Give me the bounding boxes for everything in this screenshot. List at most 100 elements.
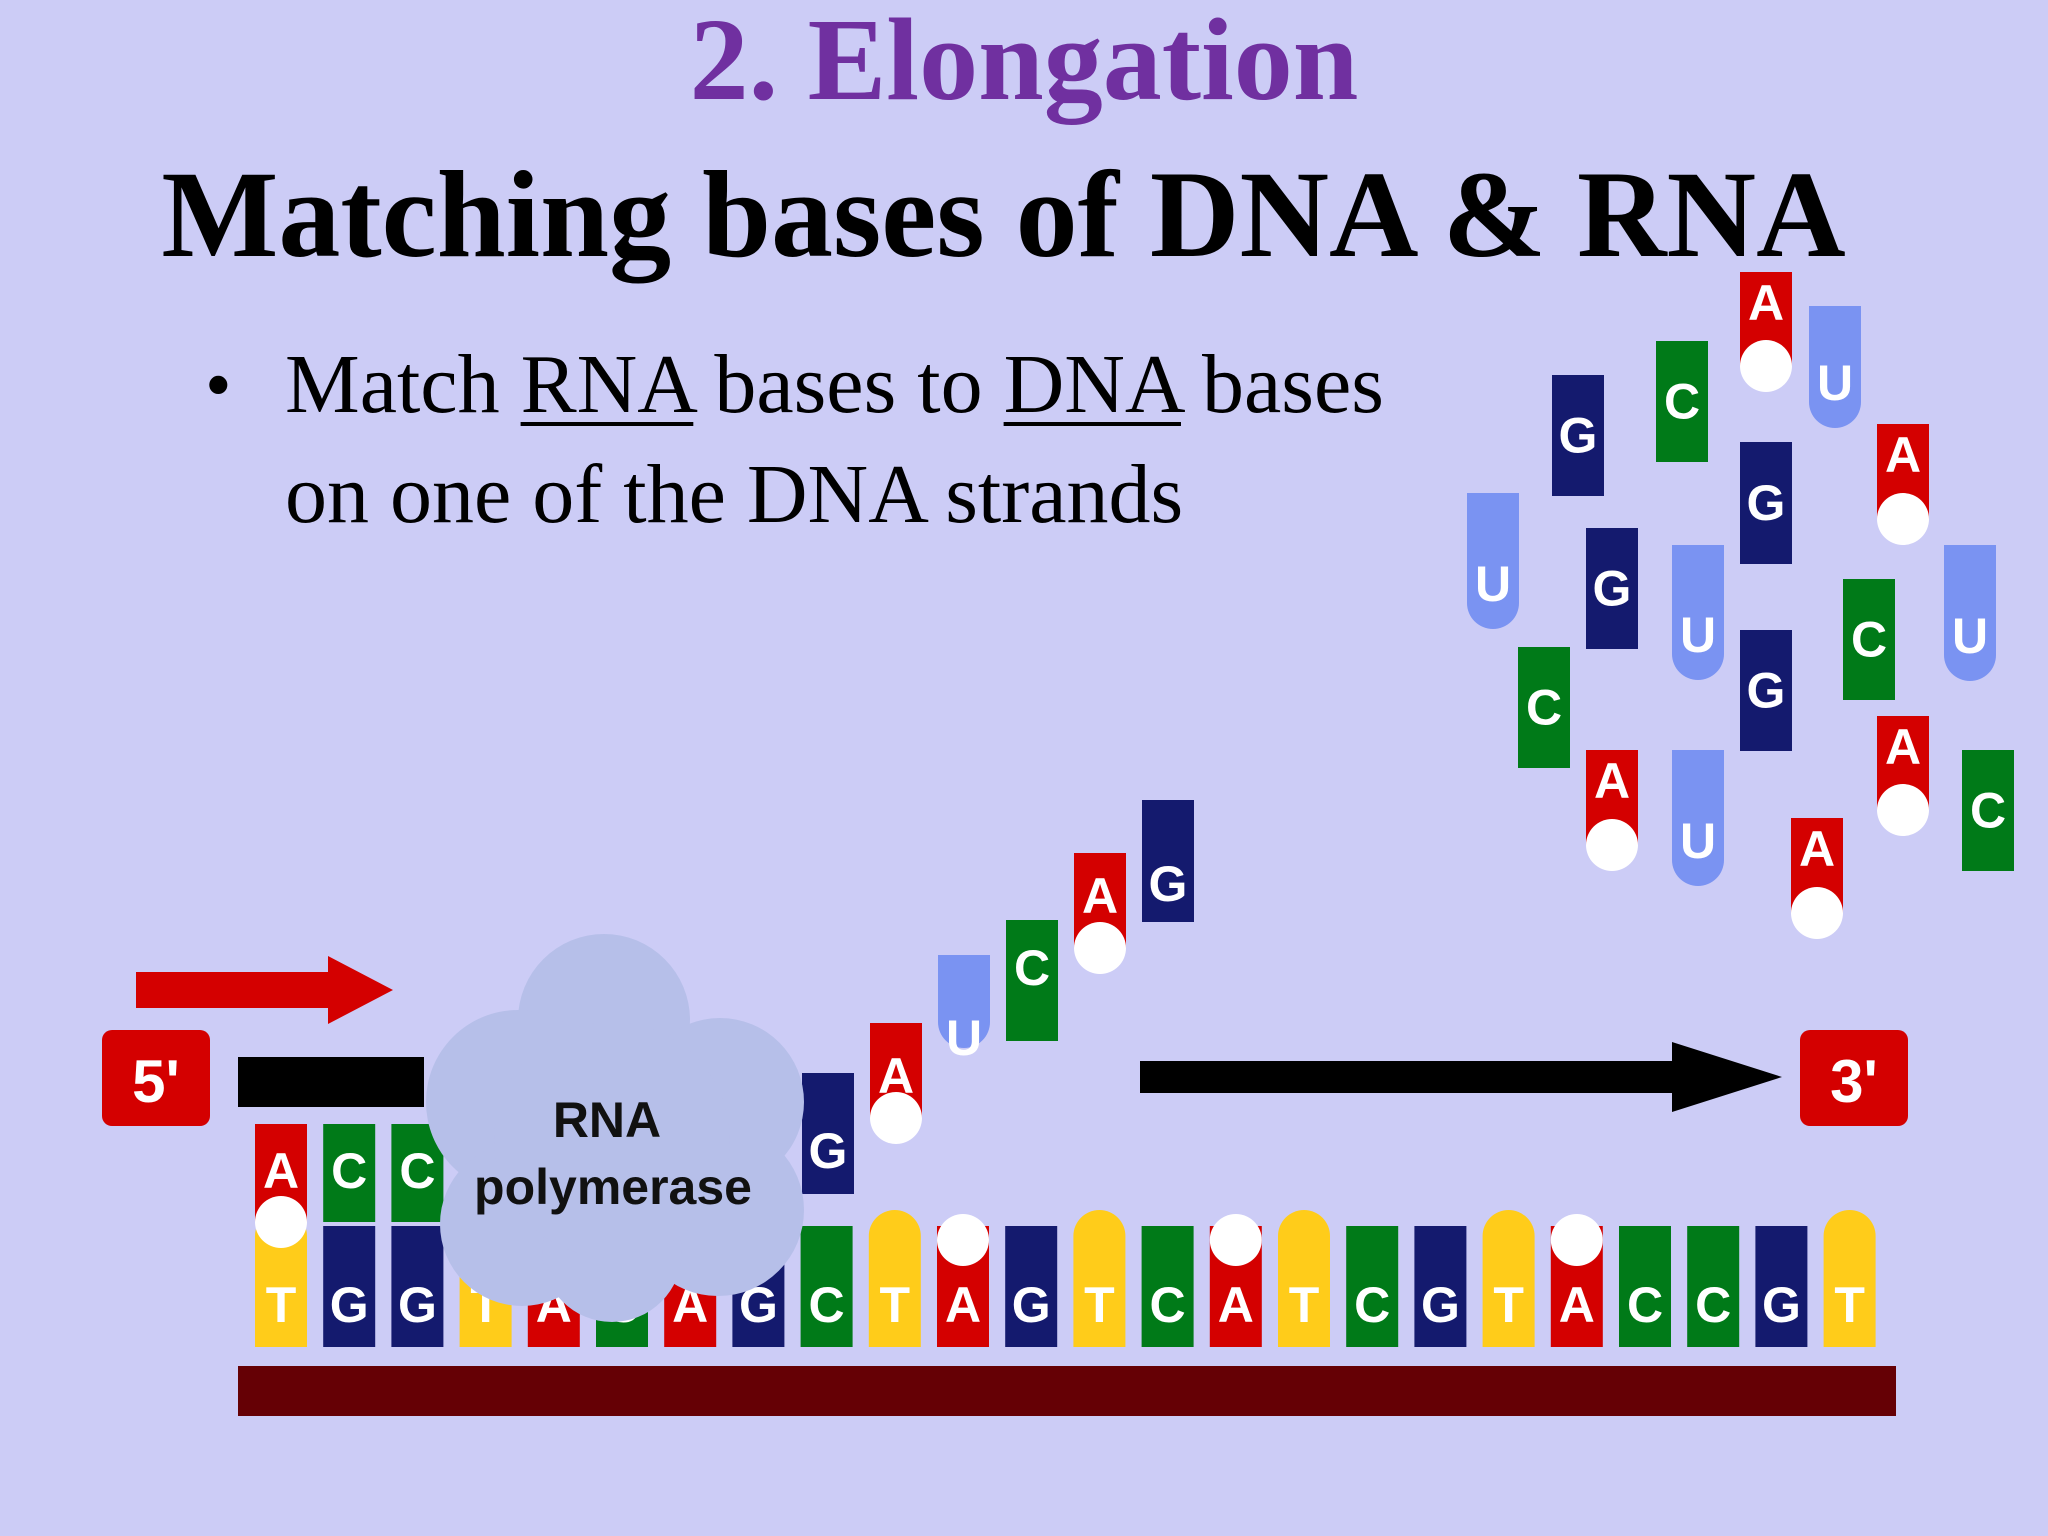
- base-t: T: [1823, 1210, 1876, 1347]
- bullet-text: Match RNA bases to DNA bases on one of t…: [285, 330, 1385, 550]
- dna-strand-arrow: [1140, 1042, 1782, 1112]
- base-label: A: [1218, 1277, 1254, 1333]
- base-label: G: [1149, 856, 1188, 912]
- base-c: C: [1619, 1226, 1671, 1347]
- base-a: A: [1209, 1214, 1262, 1347]
- base-c: C: [1656, 341, 1708, 462]
- base-u: U: [1467, 493, 1519, 629]
- base-label: T: [1834, 1277, 1865, 1333]
- base-c: C: [1518, 647, 1570, 768]
- three-prime-text: 3': [1830, 1048, 1878, 1115]
- base-a: A: [1550, 1214, 1603, 1347]
- base-label: A: [878, 1048, 914, 1104]
- bullet-text-part: bases to: [693, 338, 1004, 431]
- transcription-direction-arrow: [136, 956, 393, 1024]
- base-label: U: [1680, 813, 1716, 869]
- rna-polymerase-label: RNA: [553, 1092, 661, 1148]
- three-prime-label: 3': [1800, 1030, 1908, 1126]
- base-g: G: [323, 1226, 376, 1347]
- base-g: G: [802, 1073, 854, 1194]
- base-label: C: [809, 1277, 845, 1333]
- base-pair-notch: [870, 1092, 922, 1144]
- base-label: C: [1150, 1277, 1186, 1333]
- dna-backbone: [238, 1366, 1896, 1416]
- base-label: C: [1627, 1277, 1663, 1333]
- base-c: C: [1346, 1226, 1399, 1347]
- base-label: G: [1012, 1277, 1051, 1333]
- bullet-marker: •: [205, 343, 232, 427]
- base-a: A: [1586, 750, 1638, 871]
- base-c: C: [1006, 920, 1058, 1041]
- base-pair-notch: [1550, 1214, 1603, 1266]
- base-u: U: [938, 955, 990, 1066]
- base-c: C: [1141, 1226, 1194, 1347]
- base-label: T: [1289, 1277, 1320, 1333]
- base-g: G: [1005, 1226, 1058, 1347]
- base-label: U: [1817, 355, 1853, 411]
- base-label: A: [1082, 868, 1118, 924]
- base-label: T: [1084, 1277, 1115, 1333]
- base-pair-notch: [1877, 784, 1929, 836]
- base-label: C: [1664, 374, 1700, 430]
- rna-polymerase-label: polymerase: [474, 1159, 752, 1215]
- base-pair-notch: [1586, 819, 1638, 871]
- base-t: T: [1073, 1210, 1126, 1347]
- base-a: A: [1074, 853, 1126, 974]
- base-label: A: [263, 1143, 299, 1199]
- bullet-text-part: bases on one of the DNA strands: [285, 338, 1384, 541]
- dna-underlined: DNA: [1003, 338, 1181, 431]
- slide-subtitle: Matching bases of DNA & RNA: [161, 146, 1846, 283]
- base-u: U: [1944, 545, 1996, 681]
- base-label: T: [880, 1277, 911, 1333]
- base-g: G: [1552, 375, 1604, 496]
- base-label: C: [1970, 783, 2006, 839]
- base-label: C: [1851, 612, 1887, 668]
- base-label: G: [1747, 475, 1786, 531]
- base-g: G: [1740, 630, 1792, 751]
- base-label: A: [1594, 753, 1630, 809]
- base-label: A: [945, 1277, 981, 1333]
- base-pair-notch: [937, 1214, 989, 1266]
- base-pair-notch: [1791, 887, 1843, 939]
- base-label: C: [1354, 1277, 1390, 1333]
- base-label: G: [1593, 561, 1632, 617]
- slide-title: 2. Elongation: [689, 0, 1359, 125]
- dna-strand-bar: [238, 1057, 424, 1107]
- base-a: A: [1877, 424, 1929, 545]
- base-pair-notch: [1074, 922, 1126, 974]
- base-label: U: [1680, 607, 1716, 663]
- base-label: U: [1475, 556, 1511, 612]
- base-c: C: [1687, 1226, 1740, 1347]
- base-label: T: [266, 1277, 297, 1333]
- base-pair-notch: [1740, 340, 1792, 392]
- base-g: G: [1755, 1226, 1808, 1347]
- base-t: T: [1482, 1210, 1535, 1347]
- base-label: G: [330, 1277, 369, 1333]
- base-label: A: [1559, 1277, 1595, 1333]
- base-pair-notch: [1209, 1214, 1262, 1266]
- base-label: G: [1747, 663, 1786, 719]
- base-g: G: [1142, 800, 1194, 922]
- base-label: G: [809, 1123, 848, 1179]
- base-a: A: [1740, 272, 1792, 392]
- base-label: A: [1799, 821, 1835, 877]
- base-c: C: [323, 1124, 376, 1222]
- base-label: A: [1885, 427, 1921, 483]
- base-label: C: [399, 1143, 435, 1199]
- base-label: C: [1014, 940, 1050, 996]
- base-g: G: [1586, 528, 1638, 649]
- base-c: C: [1843, 579, 1895, 700]
- base-pair-notch: [1877, 493, 1929, 545]
- base-u: U: [1809, 306, 1861, 428]
- base-u: U: [1672, 545, 1724, 680]
- base-a: A: [870, 1023, 922, 1144]
- base-label: A: [1885, 719, 1921, 775]
- base-t: T: [868, 1210, 921, 1347]
- base-g: G: [1414, 1226, 1467, 1347]
- base-a: A: [255, 1124, 307, 1248]
- base-u: U: [1672, 750, 1724, 886]
- base-g: G: [391, 1226, 444, 1347]
- rna-polymerase-cloud: [426, 934, 804, 1322]
